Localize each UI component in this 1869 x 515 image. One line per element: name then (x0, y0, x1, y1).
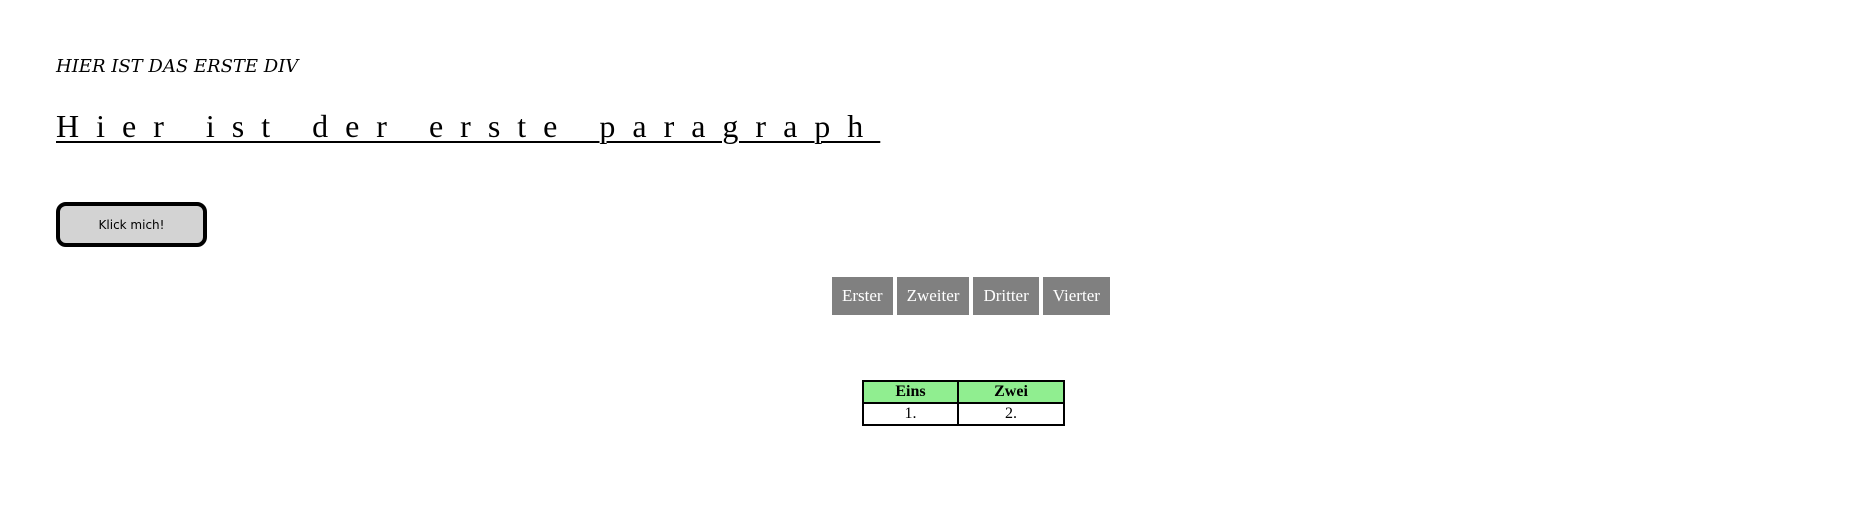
first-paragraph: Hier ist der erste paragraph (56, 108, 881, 144)
table-row: 1. 2. (862, 402, 1065, 426)
nav-item-dritter[interactable]: Dritter (973, 277, 1039, 315)
first-div-text: HIER IST DAS ERSTE DIV (56, 56, 299, 77)
table-header-row: Eins Zwei (862, 380, 1065, 404)
nav-menu: Erster Zweiter Dritter Vierter (832, 277, 1110, 315)
nav-item-zweiter[interactable]: Zweiter (896, 277, 970, 315)
table-header-eins: Eins (862, 380, 959, 404)
table-header-zwei: Zwei (957, 380, 1065, 404)
nav-item-erster[interactable]: Erster (832, 277, 893, 315)
data-table-container: Eins Zwei 1. 2. (862, 380, 1065, 426)
klick-mich-button[interactable]: Klick mich! (56, 202, 207, 247)
data-table: Eins Zwei 1. 2. (862, 380, 1065, 426)
table-cell: 2. (957, 402, 1065, 426)
nav-item-vierter[interactable]: Vierter (1042, 277, 1110, 315)
table-cell: 1. (862, 402, 959, 426)
